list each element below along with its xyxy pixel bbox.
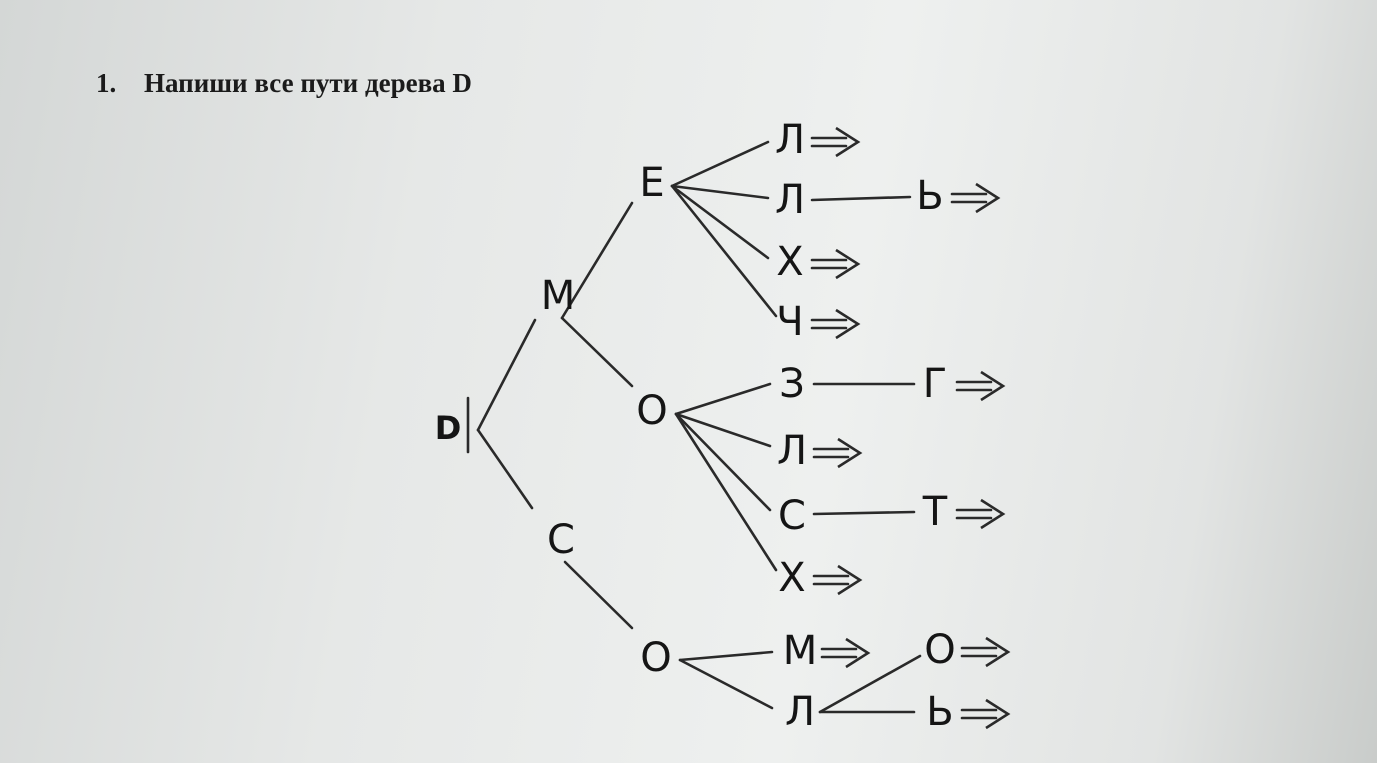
tree-edge [818, 654, 922, 714]
tree-edge [670, 184, 770, 260]
tree-node-o2: О [640, 635, 671, 681]
tree-edge [674, 412, 772, 448]
tree-node-e4: Ч [776, 299, 803, 345]
tree-node-o2ba: О [924, 627, 955, 673]
tree-node-c: С [547, 517, 575, 563]
tree-node-root: D [435, 409, 462, 447]
path-end-arrow [820, 637, 871, 669]
task-heading: 1. Напиши все пути дерева D [96, 68, 472, 99]
path-end-arrow [960, 698, 1011, 730]
path-end-arrow [955, 498, 1006, 530]
path-end-arrow [955, 370, 1006, 402]
tree-node-e: Е [639, 160, 664, 206]
tree-node-o1: О [636, 388, 667, 434]
tree-edge [678, 650, 774, 662]
tree-edge [812, 510, 916, 516]
path-end-arrow [960, 636, 1011, 668]
tree-edge [670, 184, 778, 318]
path-end-arrow [812, 564, 863, 596]
tree-node-o1d: Х [778, 555, 805, 601]
task-number: 1. [96, 68, 117, 98]
path-end-arrow [950, 182, 1001, 214]
tree-node-e1: Л [775, 117, 805, 163]
tree-edge [476, 318, 537, 432]
tree-edge [560, 316, 634, 388]
tree-node-o1ca: Т [922, 489, 948, 535]
tree-node-e3: Х [776, 239, 803, 285]
tree-node-m: М [541, 273, 576, 319]
tree-edge [678, 658, 774, 710]
path-end-arrow [812, 437, 863, 469]
tree-edge [560, 201, 634, 320]
tree-edge [476, 428, 534, 510]
tree-edge [674, 412, 778, 572]
path-end-arrow [810, 248, 861, 280]
tree-node-o1c: С [778, 493, 806, 539]
task-text: Напиши все пути дерева D [144, 68, 472, 98]
path-end-arrow [810, 126, 861, 158]
tree-node-o1aa: Г [923, 361, 947, 407]
tree-edge [670, 184, 770, 200]
tree-edge [674, 382, 772, 416]
tree-node-o1b: Л [777, 428, 807, 474]
tree-node-o1a: З [779, 361, 805, 407]
tree-edge [670, 140, 770, 188]
tree-node-e2: Л [775, 177, 805, 223]
tree-node-e2a: Ь [916, 173, 943, 219]
tree-edge [563, 560, 634, 630]
tree-node-o2bb: Ь [926, 689, 953, 735]
tree-node-o2a: М [783, 628, 818, 674]
tree-edge [810, 195, 912, 202]
path-end-arrow [810, 308, 861, 340]
tree-edge [674, 412, 772, 512]
tree-node-o2b: Л [785, 689, 815, 735]
